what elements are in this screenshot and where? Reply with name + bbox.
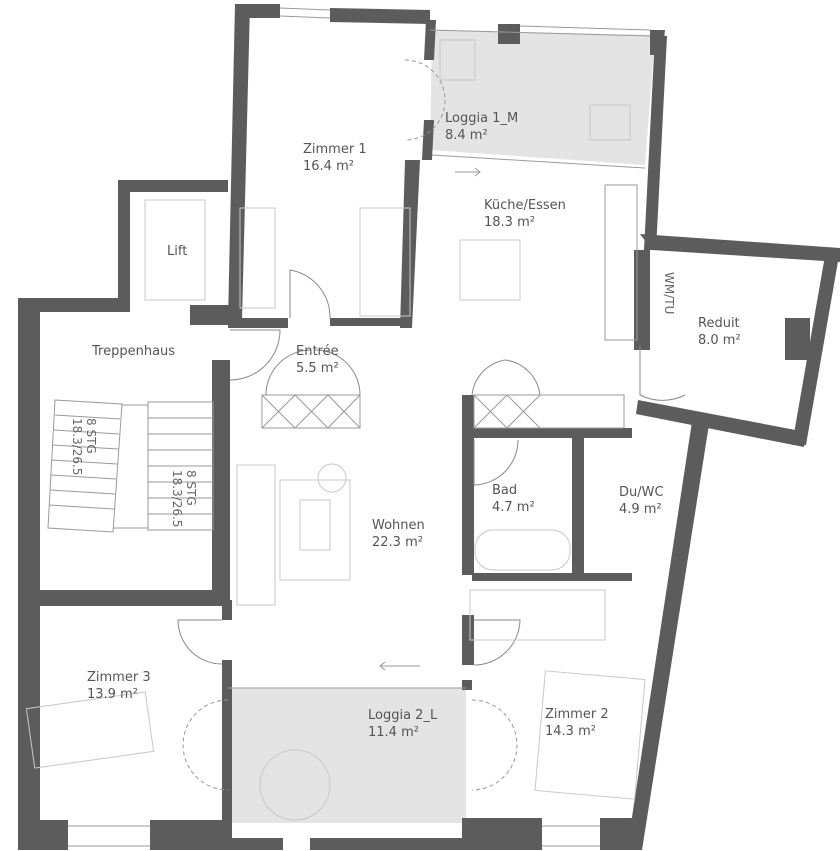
room-zimmer-1: Zimmer 1 16.4 m² bbox=[303, 141, 367, 175]
room-area: 11.4 m² bbox=[368, 725, 419, 740]
room-wohnen: Wohnen 22.3 m² bbox=[372, 517, 425, 551]
room-area: 18.3 m² bbox=[484, 215, 535, 230]
room-area: 16.4 m² bbox=[303, 159, 354, 174]
stair-dims: 18.3/26.5 bbox=[70, 418, 84, 476]
room-loggia-1: Loggia 1_M 8.4 m² bbox=[445, 110, 518, 144]
room-area: 8.0 m² bbox=[698, 333, 741, 348]
furniture bbox=[25, 39, 646, 821]
walls bbox=[18, 4, 840, 850]
room-area: 5.5 m² bbox=[296, 361, 339, 376]
stair-label-right: 8 STG 18.3/26.5 bbox=[170, 470, 198, 527]
room-name: Wohnen bbox=[372, 518, 425, 533]
room-area: 4.7 m² bbox=[492, 500, 535, 515]
room-name: Reduit bbox=[698, 316, 740, 331]
room-zimmer-2: Zimmer 2 14.3 m² bbox=[545, 706, 609, 740]
loggia-2-floor bbox=[228, 688, 466, 823]
room-area: 22.3 m² bbox=[372, 535, 423, 550]
loggia-1-floor bbox=[430, 30, 655, 165]
cabinets bbox=[261, 184, 638, 429]
stair-steps: 8 STG bbox=[184, 470, 198, 506]
room-name: Bad bbox=[492, 483, 518, 498]
room-lift: Lift bbox=[167, 243, 187, 260]
windows bbox=[68, 7, 651, 847]
room-kueche-essen: Küche/Essen 18.3 m² bbox=[484, 197, 566, 231]
room-du-wc: Du/WC 4.9 m² bbox=[619, 484, 664, 518]
room-zimmer-3: Zimmer 3 13.9 m² bbox=[87, 669, 151, 703]
doors bbox=[177, 59, 686, 791]
room-name: Loggia 2_L bbox=[368, 708, 438, 723]
stair-label-left: 8 STG 18.3/26.5 bbox=[70, 418, 98, 475]
room-entree: Entrée 5.5 m² bbox=[296, 343, 339, 377]
washer-label: WM/TU bbox=[662, 272, 676, 315]
stairs bbox=[47, 399, 214, 533]
room-loggia-2: Loggia 2_L 11.4 m² bbox=[368, 707, 437, 741]
room-area: 4.9 m² bbox=[619, 502, 662, 517]
room-area: 14.3 m² bbox=[545, 724, 596, 739]
room-name: Lift bbox=[167, 244, 188, 259]
room-reduit: Reduit 8.0 m² bbox=[698, 315, 741, 349]
room-treppenhaus: Treppenhaus bbox=[92, 343, 175, 360]
room-bad: Bad 4.7 m² bbox=[492, 482, 535, 516]
room-name: Treppenhaus bbox=[92, 344, 176, 359]
direction-arrows bbox=[379, 167, 481, 671]
room-name: Zimmer 1 bbox=[303, 142, 367, 157]
room-name: Du/WC bbox=[619, 485, 664, 500]
room-name: Zimmer 3 bbox=[87, 670, 151, 685]
stair-dims: 18.3/26.5 bbox=[170, 470, 184, 528]
room-name: Zimmer 2 bbox=[545, 707, 609, 722]
stair-steps: 8 STG bbox=[84, 418, 98, 454]
room-area: 13.9 m² bbox=[87, 687, 138, 702]
room-name: Loggia 1_M bbox=[445, 111, 519, 126]
room-name: Entrée bbox=[296, 344, 339, 359]
room-area: 8.4 m² bbox=[445, 128, 488, 143]
room-name: Küche/Essen bbox=[484, 198, 566, 213]
